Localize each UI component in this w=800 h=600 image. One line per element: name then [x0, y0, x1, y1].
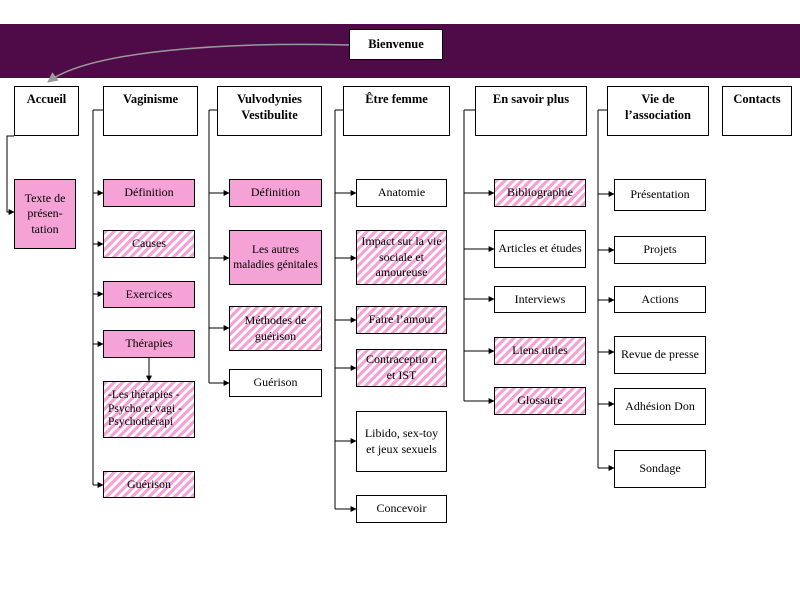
savoir-glossaire[interactable]: Glossaire — [494, 387, 586, 415]
vaginisme-guerison[interactable]: Guérison — [103, 471, 195, 498]
vulvodynies-guerison[interactable]: Guérison — [229, 369, 322, 397]
nav-vulvodynies[interactable]: Vulvodynies Vestibulite — [217, 86, 322, 136]
vaginisme-therapies[interactable]: Thérapies — [103, 330, 195, 358]
association-projets[interactable]: Projets — [614, 236, 706, 264]
etre-femme-faire-amour[interactable]: Faire l’amour — [356, 306, 447, 334]
nav-accueil[interactable]: Accueil — [14, 86, 79, 136]
etre-femme-libido[interactable]: Libido, sex-toy et jeux sexuels — [356, 411, 447, 472]
etre-femme-concevoir[interactable]: Concevoir — [356, 495, 447, 523]
vaginisme-causes[interactable]: Causes — [103, 230, 195, 258]
association-presentation[interactable]: Présentation — [614, 179, 706, 211]
nav-etre-femme[interactable]: Être femme — [343, 86, 450, 136]
association-revue-presse[interactable]: Revue de presse — [614, 336, 706, 374]
association-sondage[interactable]: Sondage — [614, 450, 706, 488]
vaginisme-definition[interactable]: Définition — [103, 179, 195, 207]
vulvodynies-methodes[interactable]: Méthodes de guérison — [229, 306, 322, 351]
nav-contacts[interactable]: Contacts — [722, 86, 792, 136]
etre-femme-contraception[interactable]: Contraceptio n et IST — [356, 349, 447, 387]
nav-en-savoir-plus[interactable]: En savoir plus — [475, 86, 587, 136]
etre-femme-anatomie[interactable]: Anatomie — [356, 179, 447, 207]
savoir-liens-utiles[interactable]: Liens utiles — [494, 337, 586, 365]
vaginisme-exercices[interactable]: Exercices — [103, 281, 195, 308]
vaginisme-therapies-list[interactable]: -Les thérapies -Psycho et vagi - Psychot… — [103, 381, 195, 438]
association-adhesion-don[interactable]: Adhésion Don — [614, 388, 706, 425]
vulvodynies-autres-maladies[interactable]: Les autres maladies génitales — [229, 230, 322, 285]
savoir-articles[interactable]: Articles et études — [494, 230, 586, 268]
association-actions[interactable]: Actions — [614, 286, 706, 313]
nav-vaginisme[interactable]: Vaginisme — [103, 86, 198, 136]
savoir-interviews[interactable]: Interviews — [494, 286, 586, 313]
savoir-bibliographie[interactable]: Bibliographie — [494, 179, 586, 207]
nav-vie-association[interactable]: Vie de l’association — [607, 86, 709, 136]
accueil-texte-presentation[interactable]: Texte de présen-tation — [14, 179, 76, 249]
welcome-box[interactable]: Bienvenue — [349, 29, 443, 60]
etre-femme-impact[interactable]: Impact sur la vie sociale et amoureuse — [356, 230, 447, 285]
vulvodynies-definition[interactable]: Définition — [229, 179, 322, 207]
